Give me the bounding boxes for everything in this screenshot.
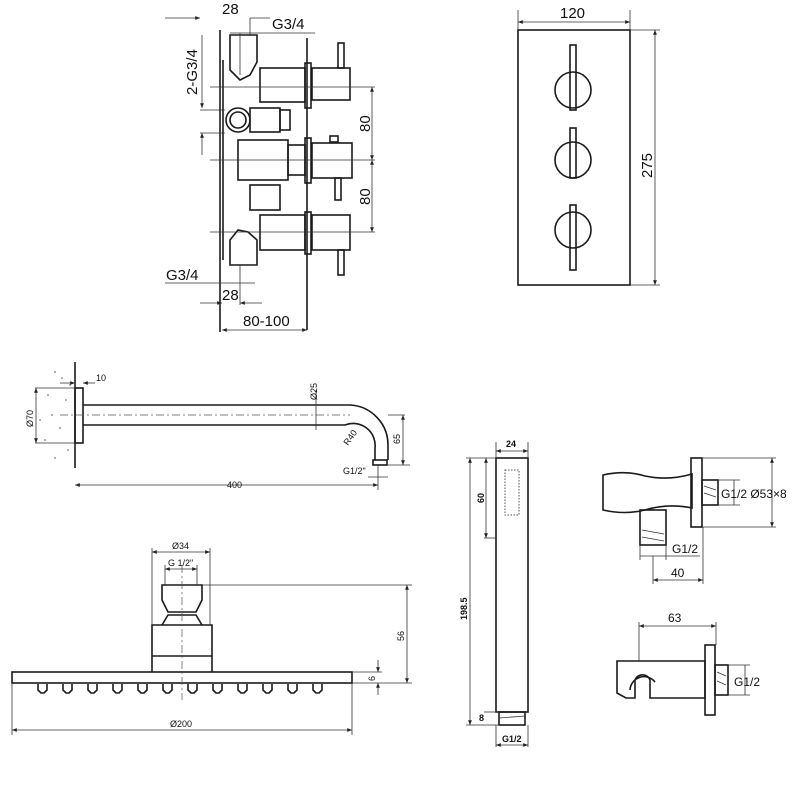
dim-height: 275 [639, 153, 656, 178]
label-outlet-thread: G1/2 [672, 542, 698, 556]
shower-holder: 63 G1/2 [616, 611, 760, 716]
valve-front-view: 120 275 [517, 5, 660, 286]
label-thread-flange: G1/2 Ø53×8 [721, 487, 787, 501]
dim-diameter: Ø200 [170, 719, 192, 729]
dim-spacing-1: 80 [357, 115, 374, 132]
label-thread: G 1/2" [168, 558, 193, 568]
hand-shower: 24 60 198.5 8 G1/2 [459, 439, 529, 747]
dim-drop: 65 [392, 434, 402, 444]
label-thread: G1/2 [734, 675, 760, 689]
label-thread: G1/2" [343, 466, 366, 476]
label-outlets: 2-G3/4 [184, 49, 201, 95]
dim-width: 120 [560, 5, 585, 22]
dim-plate-thickness: 6 [367, 676, 377, 681]
dim-projection: 40 [671, 566, 685, 580]
dim-height: 56 [396, 631, 406, 641]
dim-bend-radius: R40 [341, 428, 359, 447]
dim-spacing-2: 80 [357, 188, 374, 205]
dim-flange-thickness: 10 [96, 373, 106, 383]
dim-28-bottom: 28 [222, 287, 239, 304]
dim-spray-length: 60 [476, 493, 486, 503]
dim-length: 198.5 [459, 597, 469, 620]
shower-head: Ø34 G 1/2" 56 6 Ø200 [11, 541, 412, 735]
label-thread: G1/2 [502, 734, 522, 744]
dim-pipe-diameter: Ø25 [309, 383, 319, 400]
wall-outlet-holder: G1/2 Ø53×8 G1/2 40 [602, 457, 787, 584]
dim-thread-length: 8 [479, 713, 484, 723]
dim-width: 24 [506, 439, 516, 449]
shower-arm: 10 Ø70 Ø25 R40 65 G1/2" 400 [25, 362, 410, 490]
dim-connector-diameter: Ø34 [172, 541, 189, 551]
dim-flange-diameter: Ø70 [25, 410, 35, 427]
label-inlet-top: G3/4 [272, 16, 305, 33]
dim-28-top: 28 [222, 1, 239, 18]
valve-side-view: 28 G3/4 2-G3/4 80 80 G3/4 28 80-100 [165, 1, 375, 332]
dim-length: 400 [227, 480, 242, 490]
dim-projection: 63 [668, 611, 682, 625]
dim-depth: 80-100 [243, 313, 290, 330]
label-inlet-bottom: G3/4 [166, 267, 199, 284]
